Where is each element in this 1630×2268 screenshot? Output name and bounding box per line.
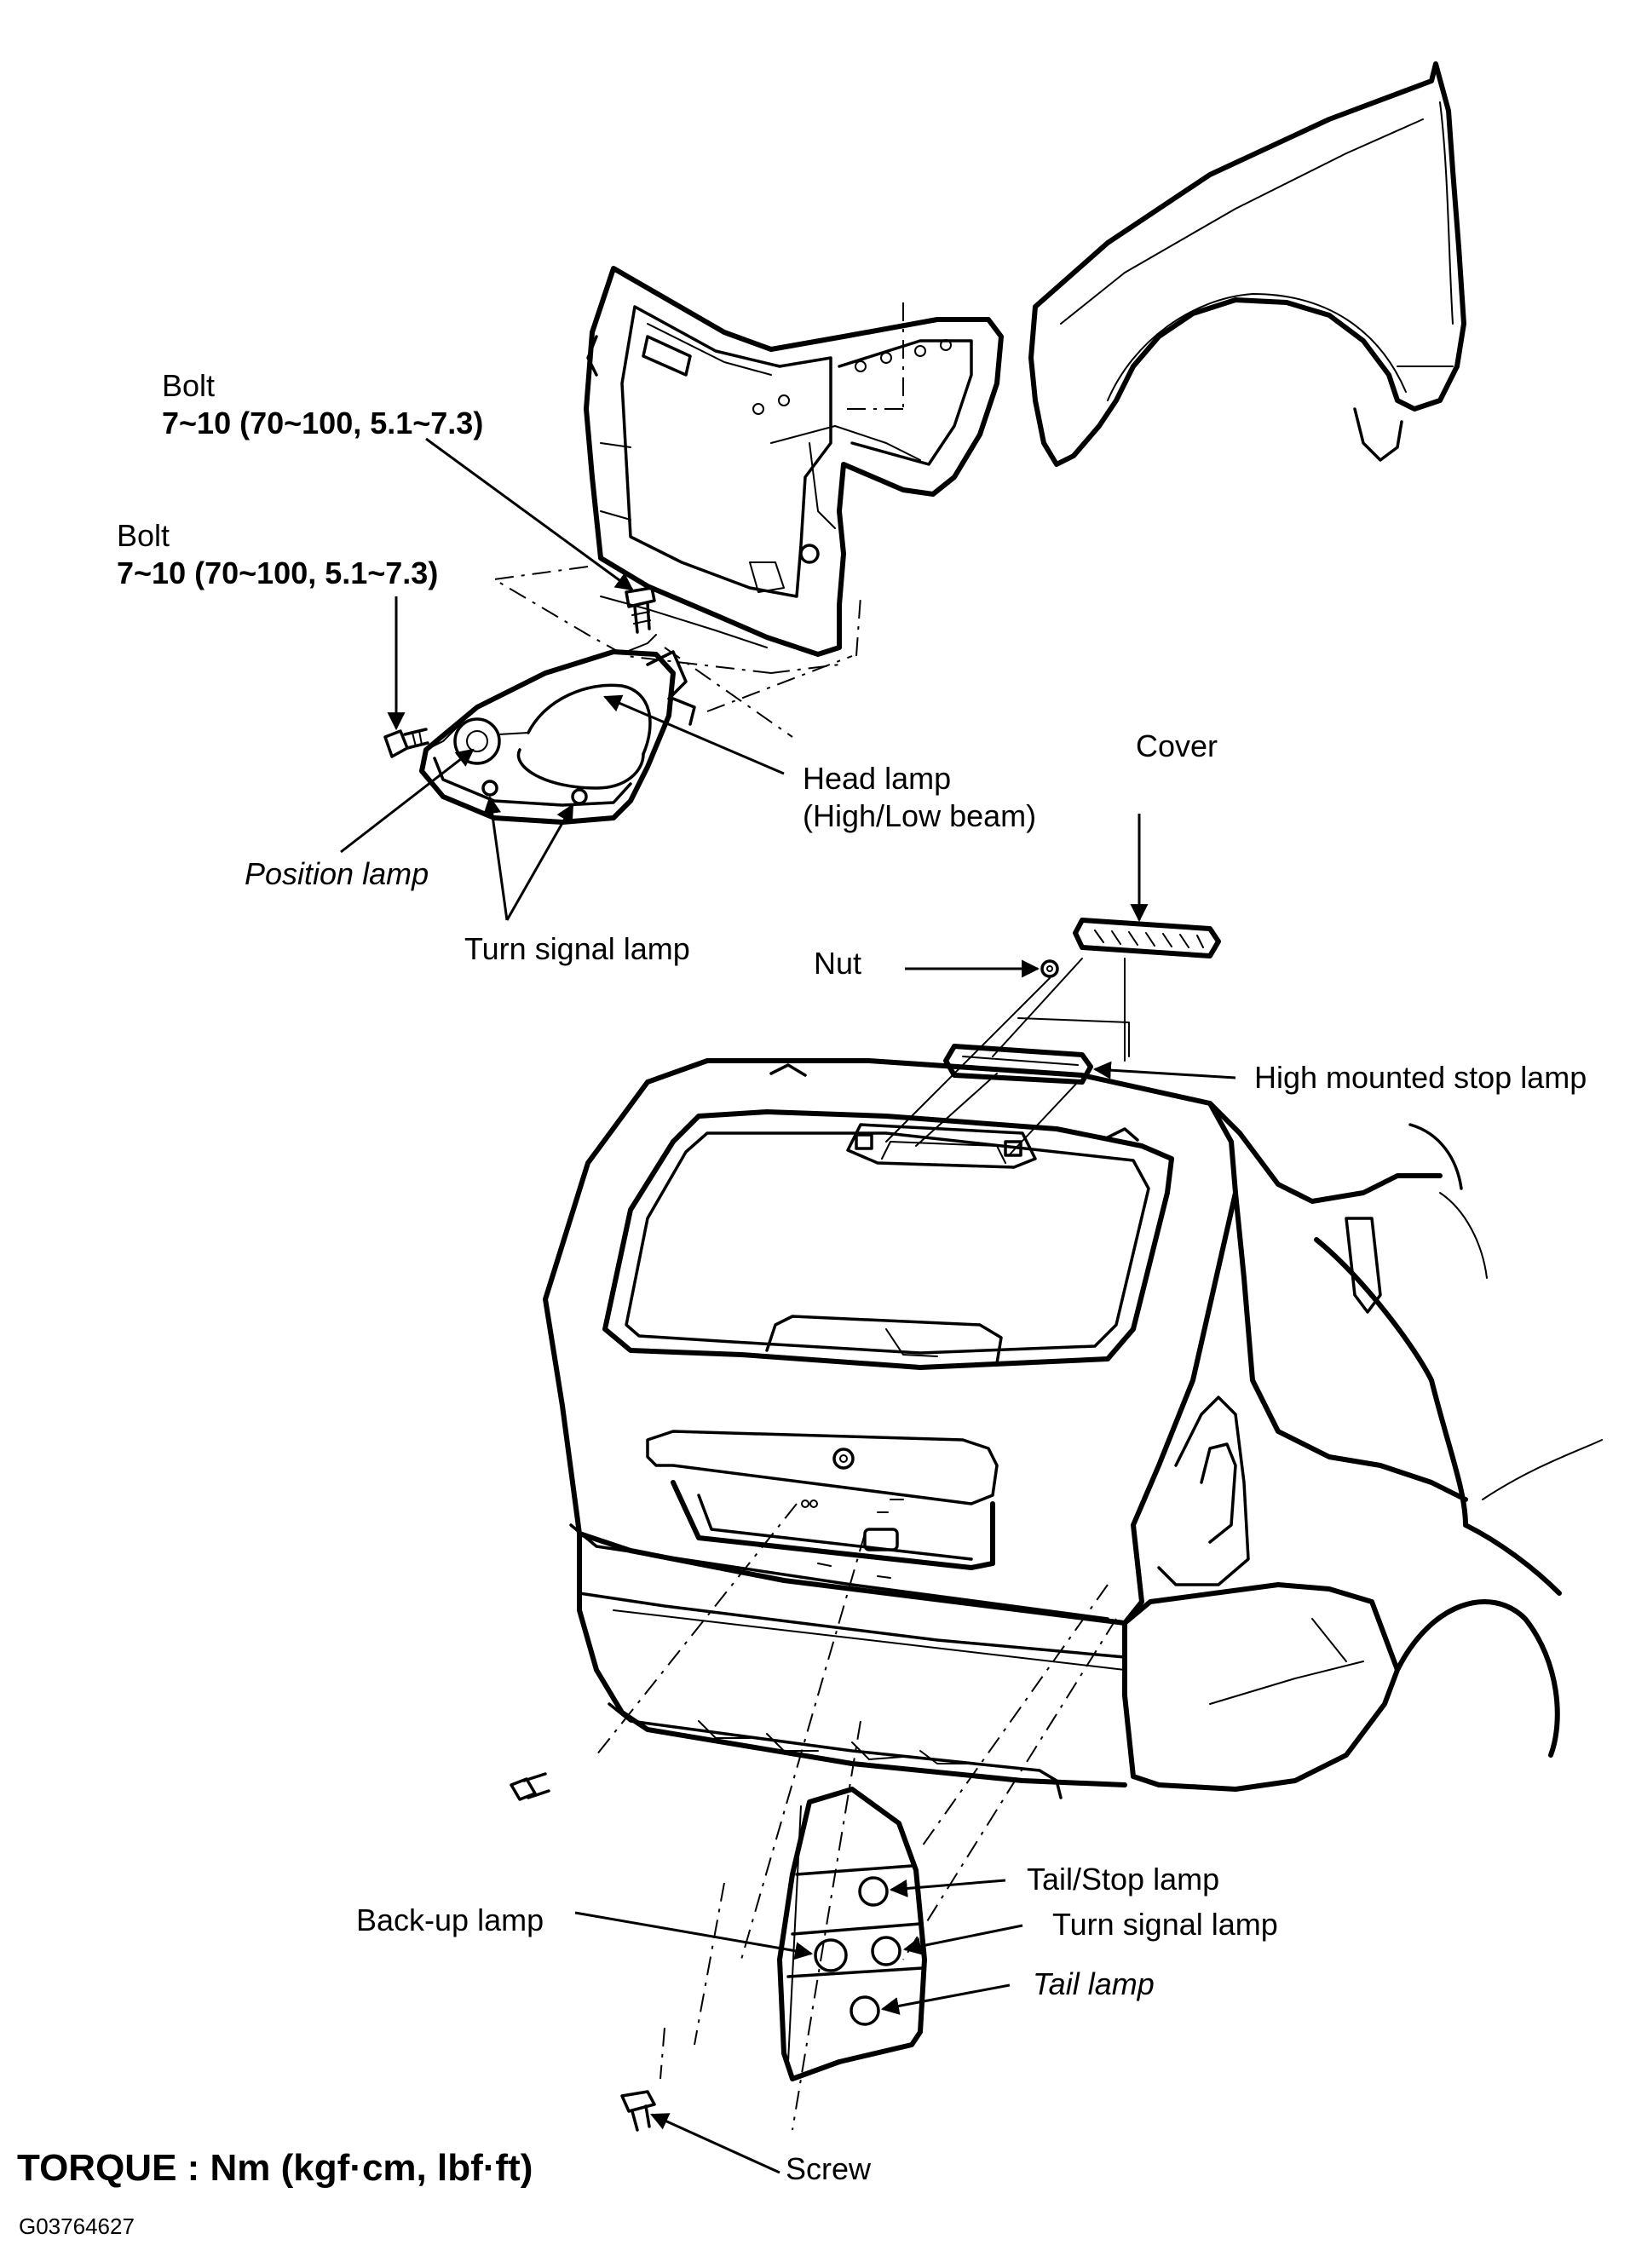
head-lamp-assembly <box>419 634 696 825</box>
high-mounted-stop-lamp-label: High mounted stop lamp <box>1254 1060 1587 1095</box>
rear-bumper <box>577 1531 1127 1799</box>
screw-label: Screw <box>786 2151 872 2186</box>
front-fender <box>1028 61 1466 467</box>
turn-signal-front-label: Turn signal lamp <box>464 931 690 966</box>
nut-label: Nut <box>814 946 862 981</box>
bolt-upper-torque-label: 7~10 (70~100, 5.1~7.3) <box>162 406 484 440</box>
rear-combination-lamp <box>777 1787 927 2081</box>
torque-unit-note: TORQUE : Nm (kgf·cm, lbf·ft) <box>17 2147 533 2189</box>
alignment-lines-rear <box>596 1503 1117 2131</box>
leader-lines <box>340 437 1236 2174</box>
cover-part <box>1073 918 1221 958</box>
position-lamp-label: Position lamp <box>245 856 429 891</box>
alignment-lines-front <box>492 302 904 738</box>
bolt-lower <box>383 728 429 758</box>
bolt-lower-name-label: Bolt <box>117 518 170 553</box>
high-mounted-stop-lamp-part <box>943 1044 1093 1085</box>
head-lamp-label-line1: Head lamp <box>803 761 952 796</box>
screw-part <box>620 2090 656 2132</box>
tail-lamp-label: Tail lamp <box>1033 1966 1155 2001</box>
bolt-upper-name-label: Bolt <box>162 368 216 403</box>
front-end-module <box>584 266 1004 657</box>
head-lamp-label-line2: (High/Low beam) <box>803 798 1037 833</box>
bolt-upper <box>625 586 656 634</box>
back-up-lamp-label: Back-up lamp <box>356 1902 544 1937</box>
tail-stop-lamp-label: Tail/Stop lamp <box>1027 1862 1220 1897</box>
turn-signal-rear-label: Turn signal lamp <box>1052 1907 1278 1942</box>
rear-quarter-panel <box>1122 1101 1603 1792</box>
small-screw-part <box>510 1772 550 1801</box>
figure-code: G03764627 <box>19 2213 135 2239</box>
bolt-lower-torque-label: 7~10 (70~100, 5.1~7.3) <box>117 555 439 590</box>
cover-label: Cover <box>1136 728 1218 763</box>
nut-part <box>1040 959 1059 978</box>
tailgate <box>543 1058 1238 1659</box>
